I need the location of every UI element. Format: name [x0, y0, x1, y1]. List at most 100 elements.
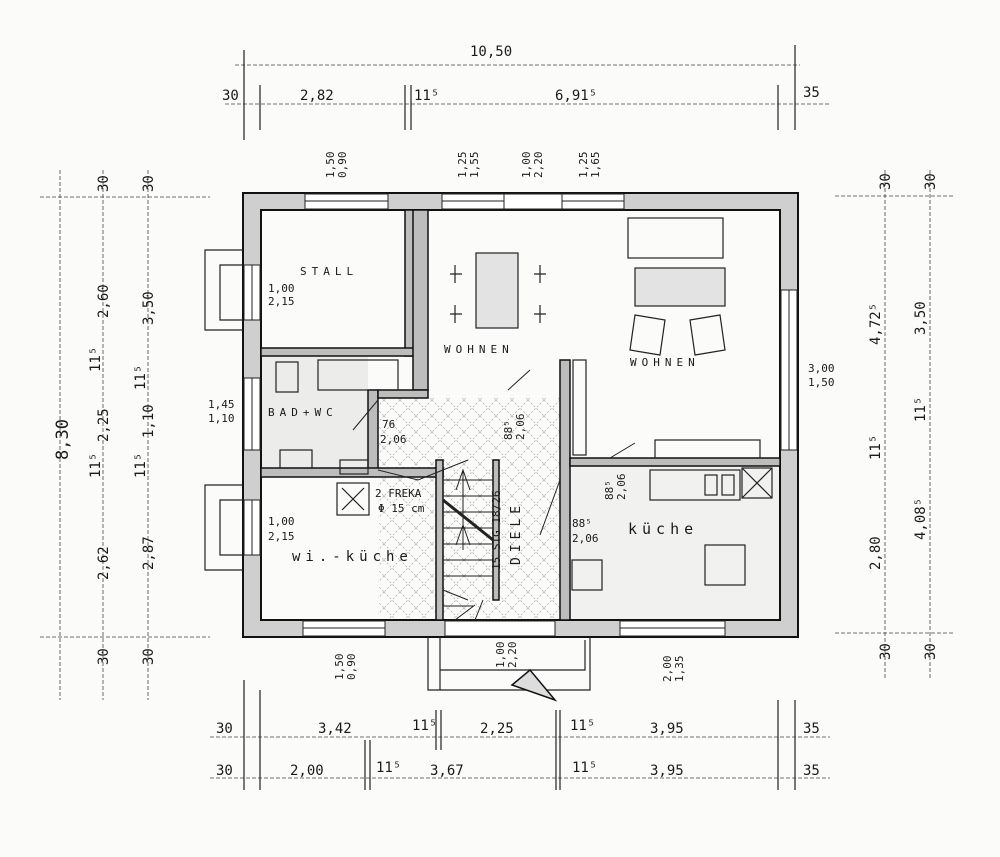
dimension-label: 11⁵ [133, 453, 149, 478]
dimension-label: 11⁵ [913, 397, 929, 422]
dimension-label: 2,62 [96, 546, 112, 580]
dining-table [475, 252, 519, 329]
chimney-diameter: Φ 15 cm [378, 502, 425, 515]
armchair [689, 314, 726, 356]
dimension-label: 30 [222, 88, 239, 104]
dimension-label: 30 [923, 643, 939, 660]
kueche-door-top-width: 88⁵ [603, 480, 616, 500]
dimension-label: 35 [803, 85, 820, 101]
room-label-wohnen-living: WOHNEN [630, 356, 700, 369]
right-window-width: 3,00 [808, 362, 835, 375]
dimension-label: 2,00 [290, 763, 324, 779]
dimension-label: 11⁵ [572, 760, 597, 776]
dimension-label: 30 [141, 175, 157, 192]
door-swings [352, 369, 636, 536]
dimension-label: 11⁵ [412, 718, 437, 734]
dim-total-depth: 8,30 [53, 419, 73, 460]
dimension-label: 30 [96, 175, 112, 192]
dimension-label: 1,35 [673, 656, 686, 683]
top-dimensions: 10,50 30 2,82 11⁵ 6,91⁵ 35 1,50 0,90 1,2… [222, 44, 820, 178]
dimension-label: 0,90 [336, 152, 349, 179]
washbasin [279, 449, 313, 469]
interior-walls [260, 209, 781, 621]
stairs-label: 15 STG 18/26 [490, 491, 503, 570]
dimension-label: 1,00 [494, 642, 507, 669]
dimension-label: 1,25 [456, 152, 469, 179]
right-dimensions: 30 4,72⁵ 11⁵ 2,80 30 30 3,50 11⁵ 4,08⁵ 3… [868, 173, 939, 660]
dimension-label: 11⁵ [88, 453, 104, 478]
dimension-label: 2,82 [300, 88, 334, 104]
openings [243, 193, 798, 637]
armchair [629, 314, 666, 356]
dimension-label: 1,65 [589, 152, 602, 179]
dimension-label: 30 [216, 721, 233, 737]
dimension-label: 11⁵ [414, 88, 439, 104]
dimension-label: 11⁵ [133, 365, 149, 390]
dimension-label: 1,10 [141, 404, 157, 438]
kueche-door-top-height: 2,06 [615, 474, 628, 501]
dimension-label: 2,60 [96, 284, 112, 318]
room-label-wi-kueche: wi.-küche [292, 549, 413, 565]
lowboard [654, 439, 761, 459]
dimension-label: 3,50 [913, 301, 929, 335]
chimney-box [336, 482, 370, 516]
toilet [339, 459, 369, 475]
dimension-label: 11⁵ [570, 718, 595, 734]
outer-walls [242, 192, 799, 638]
dimension-label: 1,00 [520, 152, 533, 179]
dimension-label: 2,87 [141, 536, 157, 570]
dimension-label: 3,50 [141, 291, 157, 325]
dimension-label: 4,08⁵ [913, 498, 929, 540]
dimension-label: 3,95 [650, 763, 684, 779]
room-label-diele: DIELE [509, 501, 524, 565]
dimension-label: 30 [216, 763, 233, 779]
dimension-label: 2,25 [480, 721, 514, 737]
dimension-label: 11⁵ [376, 760, 401, 776]
diele-door-width: 88⁵ [502, 420, 515, 440]
kitchen-sink [721, 474, 735, 496]
dimension-label: 1,25 [577, 152, 590, 179]
bad-door-width: 76 [382, 418, 395, 431]
dimension-label: 30 [878, 643, 894, 660]
bottom-dimensions: 1,50 0,90 1,00 2,20 2,00 1,35 30 3,42 11… [216, 642, 820, 780]
dimension-label: 1,50 [324, 152, 337, 179]
shower [275, 361, 299, 393]
bad-door-height: 2,06 [380, 433, 407, 446]
kitchen-shaft [741, 467, 773, 499]
dim-total-width: 10,50 [470, 44, 512, 60]
dimension-label: 11⁵ [868, 435, 884, 460]
left-window-width: 1,45 [208, 398, 235, 411]
dimension-label: 2,00 [661, 656, 674, 683]
dimension-lines [40, 45, 955, 790]
left-window-height: 1,10 [208, 412, 235, 425]
coffee-table [634, 267, 726, 307]
sideboard [572, 359, 587, 456]
wikueche-window-height: 2,15 [268, 530, 295, 543]
dimension-label: 4,72⁵ [868, 303, 884, 345]
room-label-kueche: küche [628, 520, 698, 538]
kitchen-counter [649, 469, 741, 501]
dimension-label: 6,91⁵ [555, 88, 597, 104]
dimension-label: 3,42 [318, 721, 352, 737]
staircase [442, 468, 494, 621]
sofa [627, 217, 724, 259]
stall-window-width: 1,00 [268, 282, 295, 295]
dimension-label: 3,67 [430, 763, 464, 779]
dimension-label: 1,50 [333, 654, 346, 681]
entrance-step-arrow [510, 668, 558, 702]
kitchen-stove [704, 474, 718, 496]
window-sills [204, 249, 591, 691]
dimension-label: 30 [923, 173, 939, 190]
diele-door-height: 2,06 [514, 414, 527, 441]
bathtub [317, 359, 399, 391]
kueche-floor [570, 466, 780, 620]
kueche-door-side-height: 2,06 [572, 532, 599, 545]
dimension-label: 1,55 [468, 152, 481, 179]
dimension-label: 3,95 [650, 721, 684, 737]
dimension-label: 30 [96, 648, 112, 665]
room-label-wohnen-dining: WOHNEN [444, 343, 514, 356]
dimension-label: 2,20 [532, 152, 545, 179]
dimension-label: 30 [141, 648, 157, 665]
kitchen-cabinet [571, 559, 603, 591]
